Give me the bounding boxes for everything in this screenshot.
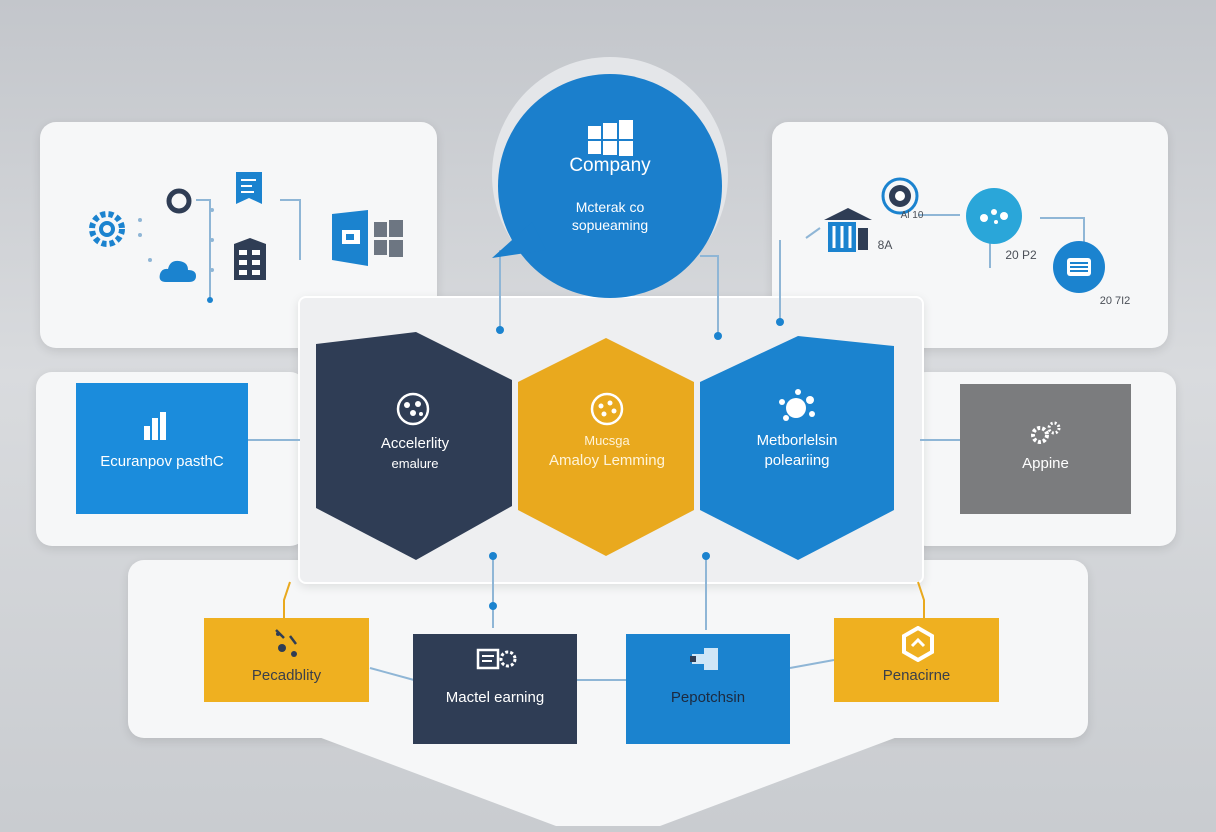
bar-chart-icon (144, 412, 166, 440)
windows-app-icon (332, 210, 403, 266)
hex-2-label-1: Mucsga (584, 433, 630, 448)
bottom-box-3-label: Pepotchsin (670, 689, 746, 706)
gear-icon (89, 211, 125, 247)
bottom-box-1-label: Pecadblity (251, 667, 322, 684)
bank-icon (824, 208, 872, 252)
right-side-box[interactable] (960, 384, 1131, 514)
label-20712: 20 7I2 (1099, 295, 1131, 307)
bubble-title: Company (569, 155, 651, 176)
bubble-subtitle-2: sopueaming (571, 217, 649, 233)
windows-icon (588, 120, 633, 156)
bottom-box-2[interactable] (413, 634, 577, 744)
document-flag-icon (236, 172, 262, 204)
link-ring-icon (166, 188, 192, 214)
bottom-box-4-label: Penacirne (882, 667, 951, 684)
label-8a: 8A (877, 238, 893, 252)
bottom-box-1[interactable] (204, 618, 369, 702)
gears-icon (1031, 421, 1061, 444)
hex-1[interactable] (316, 332, 514, 562)
plug-icon (690, 648, 718, 670)
gear-document-icon (476, 648, 517, 670)
list-circle-icon (1053, 241, 1105, 293)
hex-1-label-1: Accelerlity (380, 435, 450, 452)
hex-1-label-2: emalure (391, 456, 439, 471)
speech-bubble (492, 74, 722, 298)
hexagon-icon (902, 626, 934, 662)
network-node-icon (881, 177, 919, 215)
brain-icon (396, 392, 430, 426)
label-al10: Al 10 (900, 210, 924, 221)
hex-2[interactable] (518, 338, 696, 558)
molecule-circle-icon (966, 188, 1022, 244)
cloud-icon (159, 260, 196, 282)
hex-3-label-2: poleariing (764, 452, 830, 469)
server-icon (234, 238, 266, 280)
left-side-box-label: Ecuranpov pasthC (100, 453, 224, 470)
label-20p2: 20 P2 (1005, 248, 1037, 262)
left-side-box[interactable] (76, 383, 248, 514)
bottom-box-2-label: Mactel earning (445, 689, 545, 706)
hex-2-label-2: Amaloy Lemming (549, 452, 665, 469)
right-side-box-label: Appine (1022, 455, 1069, 472)
molecule-icon (779, 389, 815, 421)
hex-3-label-1: Metborlelsin (756, 432, 838, 449)
network-icon (590, 392, 624, 426)
bubble-subtitle-1: Mcterak co (575, 199, 645, 215)
puzzle-icon (275, 629, 297, 657)
hex-3[interactable] (700, 336, 896, 562)
bottom-arrow-shape (300, 730, 916, 826)
